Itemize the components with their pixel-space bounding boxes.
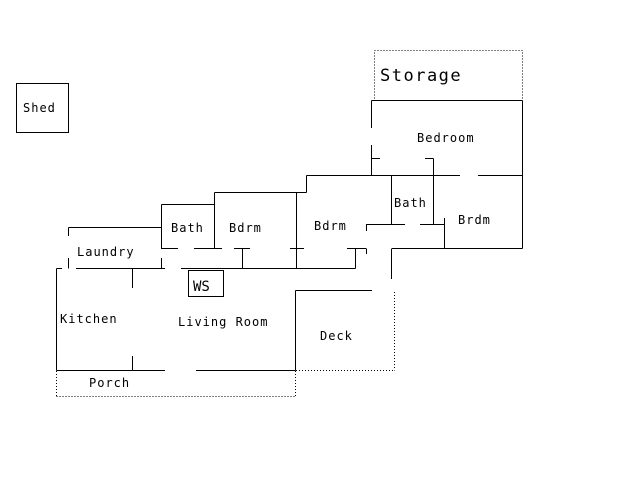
shed-label: Shed (23, 101, 56, 115)
ws-label: WS (193, 279, 210, 295)
shed-outline (16, 83, 69, 133)
laundry-walls (68, 227, 162, 269)
brdm-label: Brdm (458, 213, 491, 227)
bath-left-label: Bath (171, 221, 204, 235)
bdrm-middle-label: Bdrm (314, 219, 347, 233)
storage-label: Storage (380, 66, 462, 86)
ws-outline (188, 270, 224, 297)
deck-outline (296, 292, 395, 371)
bdrm-left-label: Bdrm (229, 221, 262, 235)
bedroom-label: Bedroom (417, 131, 475, 145)
laundry-label: Laundry (77, 245, 135, 259)
deck-label: Deck (320, 329, 353, 343)
bath-right-label: Bath (394, 196, 427, 210)
left-bdrm-bath-walls (161, 192, 297, 269)
corridor-walls (56, 268, 356, 288)
right-bath-brdm-walls (366, 158, 523, 249)
porch-outline (56, 371, 296, 397)
bedroom-walls (306, 100, 523, 249)
middle-bdrm-walls (290, 175, 392, 279)
kitchen-label: Kitchen (60, 312, 118, 326)
living-room-label: Living Room (178, 315, 268, 329)
kitchen-living-walls (56, 268, 372, 371)
porch-label: Porch (89, 376, 130, 390)
